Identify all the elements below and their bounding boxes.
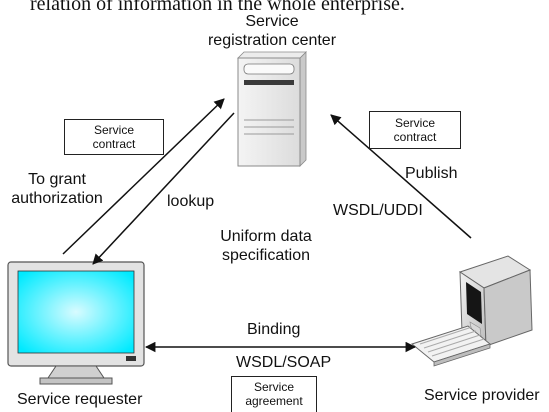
monitor-icon — [7, 261, 145, 385]
grant-authorization-label: To grant authorization — [11, 171, 103, 207]
service-contract-box-right: Service contract — [369, 111, 461, 149]
uniform-data-specification-label: Uniform data specification — [220, 228, 312, 264]
service-agreement-label: Service agreement — [245, 380, 303, 408]
service-contract-label: Service contract — [393, 116, 437, 144]
wsdl-uddi-label: WSDL/UDDI — [333, 202, 423, 219]
arrow-publish-to-registry — [330, 114, 472, 239]
service-contract-label: Service contract — [92, 123, 136, 151]
service-requester-label: Service requester — [17, 391, 143, 408]
top-text-fragment: relation of information in the whole ent… — [30, 0, 405, 15]
binding-label: Binding — [247, 321, 301, 338]
arrow-lookup-to-requester — [92, 112, 235, 265]
lookup-label: lookup — [167, 193, 215, 210]
registry-title: Service registration center — [207, 13, 337, 49]
computer-icon — [410, 255, 533, 367]
keyboard-icon — [410, 325, 492, 367]
service-agreement-box: Service agreement — [231, 376, 317, 412]
server-icon — [237, 51, 307, 167]
arrow-grant-to-registry — [62, 98, 225, 255]
publish-label: Publish — [405, 165, 458, 182]
service-contract-box-left: Service contract — [64, 119, 164, 155]
wsdl-soap-label: WSDL/SOAP — [236, 354, 332, 371]
service-provider-label: Service provider — [424, 387, 540, 404]
